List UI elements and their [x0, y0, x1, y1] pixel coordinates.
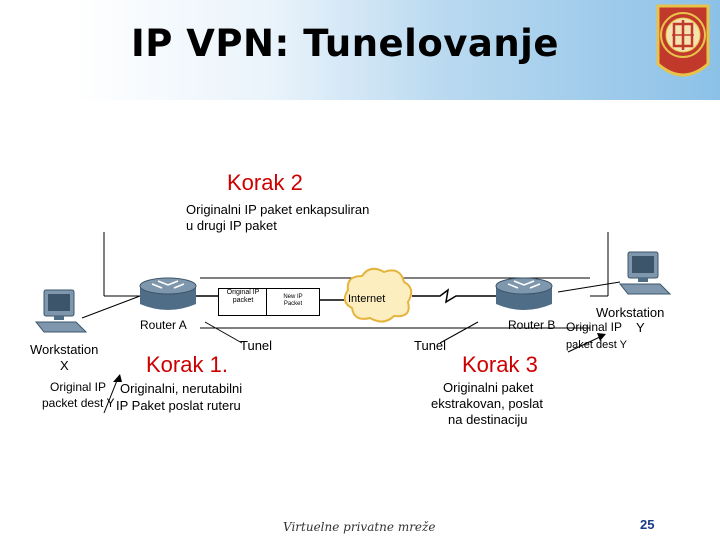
- step1-text-1: Originalni, nerutabilni: [120, 381, 243, 396]
- arrow-tunnel-left: [204, 321, 243, 344]
- step2-text-2: u drugi IP paket: [186, 218, 277, 233]
- left-original-packet-1: Original IP: [50, 380, 107, 394]
- internet-cloud-icon: [343, 267, 413, 323]
- step3-text-3: na destinaciju: [448, 412, 528, 427]
- workstation-y-label-2: Y: [636, 320, 645, 335]
- university-logo: [656, 4, 710, 77]
- link-internet-router-b: [412, 288, 496, 304]
- router-b-icon: [495, 277, 553, 310]
- new-packet-label-1: New IP: [283, 294, 303, 300]
- slide-title: IP VPN: Tunelovanje: [131, 22, 559, 65]
- workstation-y-icon: [618, 251, 672, 295]
- left-original-packet-2: packet dest Y: [42, 396, 115, 410]
- workstation-x-label-2: X: [60, 358, 69, 373]
- arrow-step3: [567, 335, 603, 353]
- workstation-x-icon: [34, 289, 88, 333]
- step3-text-1: Originalni paket: [443, 380, 534, 395]
- internet-label: Internet: [348, 293, 386, 305]
- step2-title: Korak 2: [227, 170, 303, 195]
- router-a-label: Router A: [140, 318, 187, 332]
- arrow-step1: [103, 377, 119, 414]
- router-a-icon: [139, 277, 197, 310]
- step3-title: Korak 3: [462, 352, 538, 377]
- right-original-packet-2: paket dest Y: [566, 339, 627, 351]
- tunnel-label-right: Tunel: [414, 338, 447, 353]
- link-router-b-y: [557, 281, 621, 293]
- title-band: [0, 0, 720, 100]
- tunnel-label-left: Tunel: [240, 338, 273, 353]
- workstation-y-label-1: Workstation: [596, 305, 665, 320]
- step1-title: Korak 1.: [146, 352, 228, 377]
- step3-text-2: ekstrakovan, poslat: [431, 396, 544, 411]
- page-number: 25: [640, 517, 655, 532]
- original-packet-label-1: Original IP: [226, 289, 260, 296]
- step2-text-1: Originalni IP paket enkapsuliran: [186, 202, 370, 217]
- arrow-tunnel-right: [439, 321, 479, 344]
- new-packet-label-2: Packet: [283, 301, 303, 307]
- original-ip-packet-box: Original IP packet: [218, 288, 268, 316]
- link-x-router-a: [81, 295, 141, 319]
- right-original-packet-1: Original IP: [566, 320, 623, 334]
- footer-title: Virtuelne privatne mreže: [283, 520, 436, 534]
- router-b-label: Router B: [508, 318, 556, 332]
- step1-text-2: IP Paket poslat ruteru: [116, 398, 241, 413]
- original-packet-label-2: packet: [232, 297, 254, 304]
- new-ip-packet-box: New IP Packet: [266, 288, 320, 316]
- workstation-x-label-1: Workstation: [30, 342, 99, 357]
